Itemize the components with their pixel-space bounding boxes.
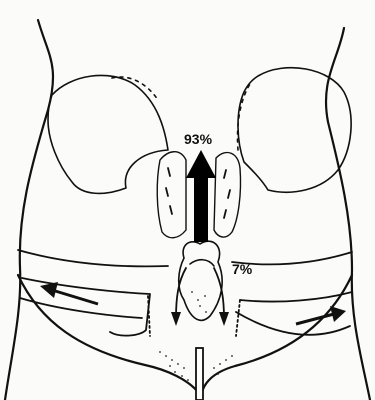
- central-organ: [179, 241, 222, 320]
- right-retraction-arrow-shaft: [296, 314, 334, 324]
- left-flap-outline: [48, 75, 168, 193]
- left-strap: [18, 250, 168, 336]
- right-strap-stitch: [236, 300, 240, 336]
- right-strap-middle-edge: [240, 292, 352, 302]
- right-retraction-arrow: [296, 306, 346, 324]
- right-retraction-arrow-head: [330, 306, 346, 322]
- tube-body: [196, 348, 203, 400]
- left-down-arrow-head: [171, 312, 181, 326]
- upward-arrow-head: [186, 150, 216, 178]
- left-flap: [48, 75, 168, 193]
- left-strap-top-edge: [18, 250, 168, 266]
- central-tube: [196, 348, 203, 400]
- right-body-contour: [326, 28, 370, 400]
- body-outline: [5, 20, 370, 400]
- right-down-arrow-head: [219, 312, 229, 326]
- left-retraction-arrow-head: [40, 282, 58, 298]
- central-left-lobe: [157, 152, 186, 238]
- upward-arrow-shaft: [194, 172, 208, 242]
- central-organ-fold: [190, 260, 214, 266]
- left-retraction-arrow-shaft: [52, 290, 98, 304]
- downward-percentage-label: 7%: [232, 261, 253, 277]
- upward-flow-arrow: [186, 150, 216, 242]
- left-flap-dashed-edge: [112, 77, 158, 100]
- right-flap-outline: [238, 68, 351, 193]
- central-right-lobe: [214, 153, 241, 238]
- left-buttock-lower-curve: [18, 275, 198, 392]
- right-flap: [238, 68, 352, 193]
- left-retraction-arrow: [40, 282, 98, 304]
- central-organ-outline: [179, 241, 222, 320]
- left-body-contour: [5, 20, 53, 400]
- upward-percentage-label: 93%: [184, 131, 213, 147]
